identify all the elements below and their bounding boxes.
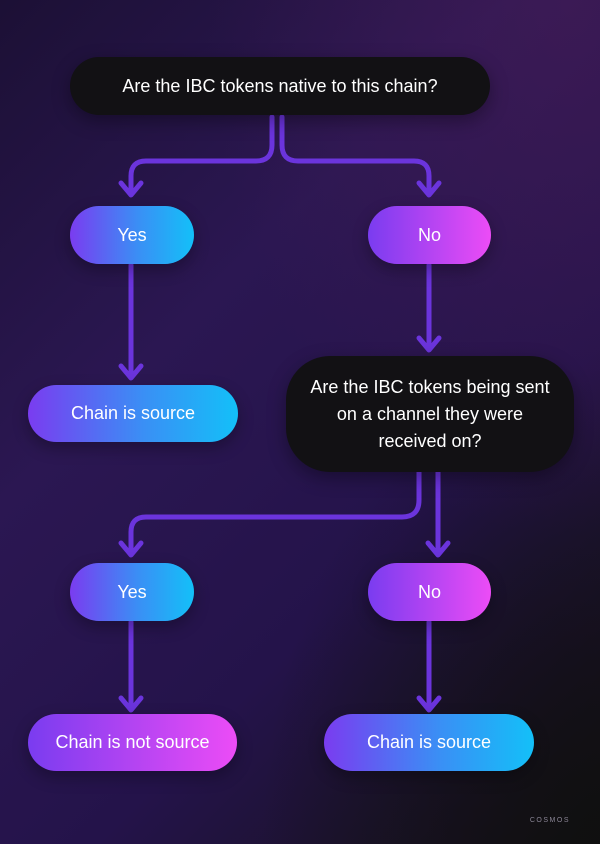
brand-logo: COSMOS bbox=[529, 817, 570, 824]
arrowhead-yes2 bbox=[118, 540, 144, 558]
answer-no-channel: No bbox=[368, 563, 491, 621]
result-chain-is-source-1: Chain is source bbox=[28, 385, 238, 442]
answer-no-native-text: No bbox=[417, 224, 441, 245]
question-same-channel: Are the IBC tokens being sent on a chann… bbox=[286, 356, 574, 472]
question-native-tokens-text: Are the IBC tokens native to this chain? bbox=[122, 75, 438, 96]
connector-q1-no1 bbox=[279, 114, 432, 196]
arrowhead-q2 bbox=[416, 335, 442, 353]
arrowhead-no1 bbox=[416, 180, 442, 198]
answer-yes-channel-text: Yes bbox=[117, 581, 147, 602]
answer-no-channel-text: No bbox=[417, 581, 441, 602]
answer-no-native: No bbox=[368, 206, 491, 264]
answer-yes-channel: Yes bbox=[70, 563, 194, 621]
arrowhead-source1 bbox=[118, 363, 144, 381]
result-chain-is-source-2: Chain is source bbox=[324, 714, 534, 771]
arrowhead-notsource bbox=[118, 695, 144, 713]
connector-q2-yes2 bbox=[128, 469, 422, 555]
connector-q1-yes1 bbox=[128, 114, 275, 196]
arrowhead-yes1 bbox=[118, 180, 144, 198]
arrowhead-source2 bbox=[416, 695, 442, 713]
answer-yes-native-text: Yes bbox=[117, 224, 147, 245]
result-chain-is-source-1-text: Chain is source bbox=[70, 403, 196, 423]
arrowhead-no2 bbox=[425, 540, 451, 558]
result-chain-is-not-source: Chain is not source bbox=[28, 714, 237, 771]
result-chain-is-source-2-text: Chain is source bbox=[366, 732, 492, 752]
answer-yes-native: Yes bbox=[70, 206, 194, 264]
result-chain-is-not-source-text: Chain is not source bbox=[55, 732, 210, 752]
question-same-channel-text: Are the IBC tokens being sent on a chann… bbox=[310, 376, 550, 451]
question-native-tokens: Are the IBC tokens native to this chain? bbox=[70, 57, 490, 115]
